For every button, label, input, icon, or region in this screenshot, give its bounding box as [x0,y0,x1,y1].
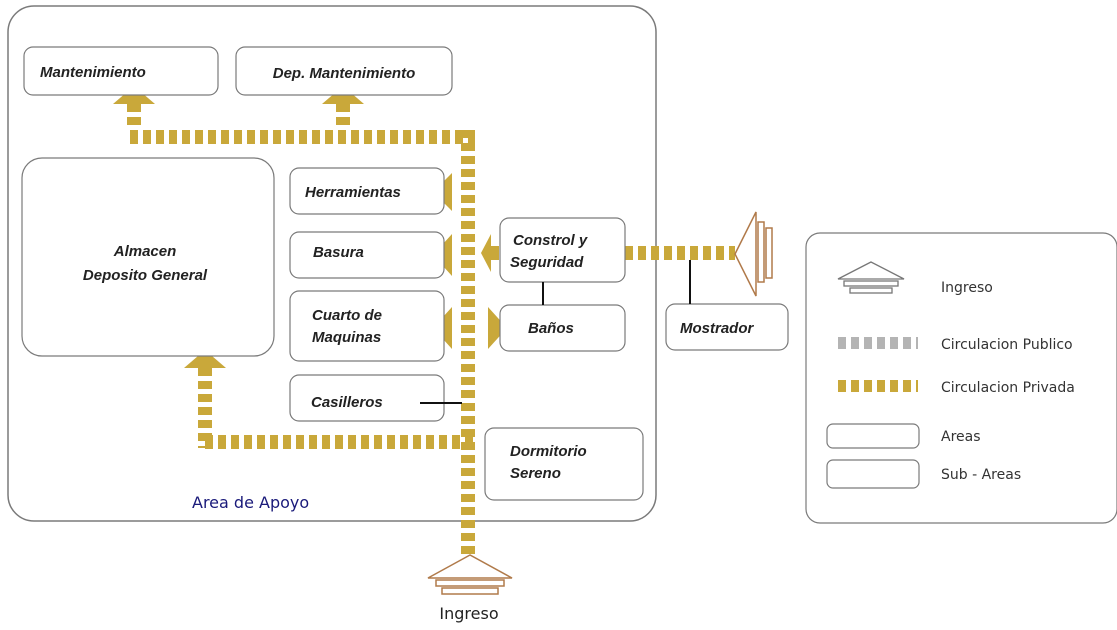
label-cuarto-maquinas-line2: Maquinas [312,329,381,346]
legend: Ingreso Circulacion Publico Circulacion … [805,232,1117,524]
box-basura [289,231,445,279]
legend-label-areas: Areas [941,429,981,445]
entrance-icon-side [734,211,773,297]
label-basura: Basura [313,244,364,261]
legend-label-subareas: Sub - Areas [941,467,1021,483]
entrance-label: Ingreso [439,604,498,623]
box-mostrador [665,303,789,351]
box-dep-mantenimiento [235,46,453,96]
legend-entrance-icon [837,261,905,294]
label-almacen-line2: Deposito General [83,267,208,284]
box-almacen [21,157,275,357]
legend-label-public: Circulacion Publico [941,337,1073,353]
arrow-up-almacen [184,350,226,368]
legend-subarea-swatch [826,459,920,489]
box-control-seguridad [499,217,626,283]
label-almacen-line1: Almacen [113,243,177,260]
area-caption: Area de Apoyo [192,493,309,512]
label-control-line1: Constrol y [513,232,588,249]
legend-area-swatch [826,423,920,449]
arrow-right-banos [488,307,507,349]
legend-label-ingreso: Ingreso [941,280,993,296]
label-mantenimiento: Mantenimiento [40,64,146,81]
legend-panel [805,232,1117,524]
box-dormitorio [484,427,644,501]
box-casilleros [289,374,445,422]
entrance-icon-bottom [427,554,513,595]
label-dormitorio-line2: Sereno [510,465,561,482]
label-control-line2: Seguridad [510,254,584,271]
legend-label-private: Circulacion Privada [941,380,1075,396]
label-cuarto-maquinas-line1: Cuarto de [312,307,382,324]
connector-lines [420,260,691,404]
label-casilleros: Casilleros [311,394,383,411]
label-banos: Baños [528,320,574,337]
private-circulation-paths [127,104,735,555]
label-herramientas: Herramientas [305,184,401,201]
area-de-apoyo-container [7,5,657,522]
label-mostrador: Mostrador [680,320,755,337]
box-cuarto-maquinas [289,290,445,362]
box-banos [499,304,626,352]
box-herramientas [289,167,445,215]
label-dep-mantenimiento: Dep. Mantenimiento [273,65,416,82]
arrow-left-control [481,234,491,272]
box-mantenimiento [23,46,219,96]
label-dormitorio-line1: Dormitorio [510,443,587,460]
